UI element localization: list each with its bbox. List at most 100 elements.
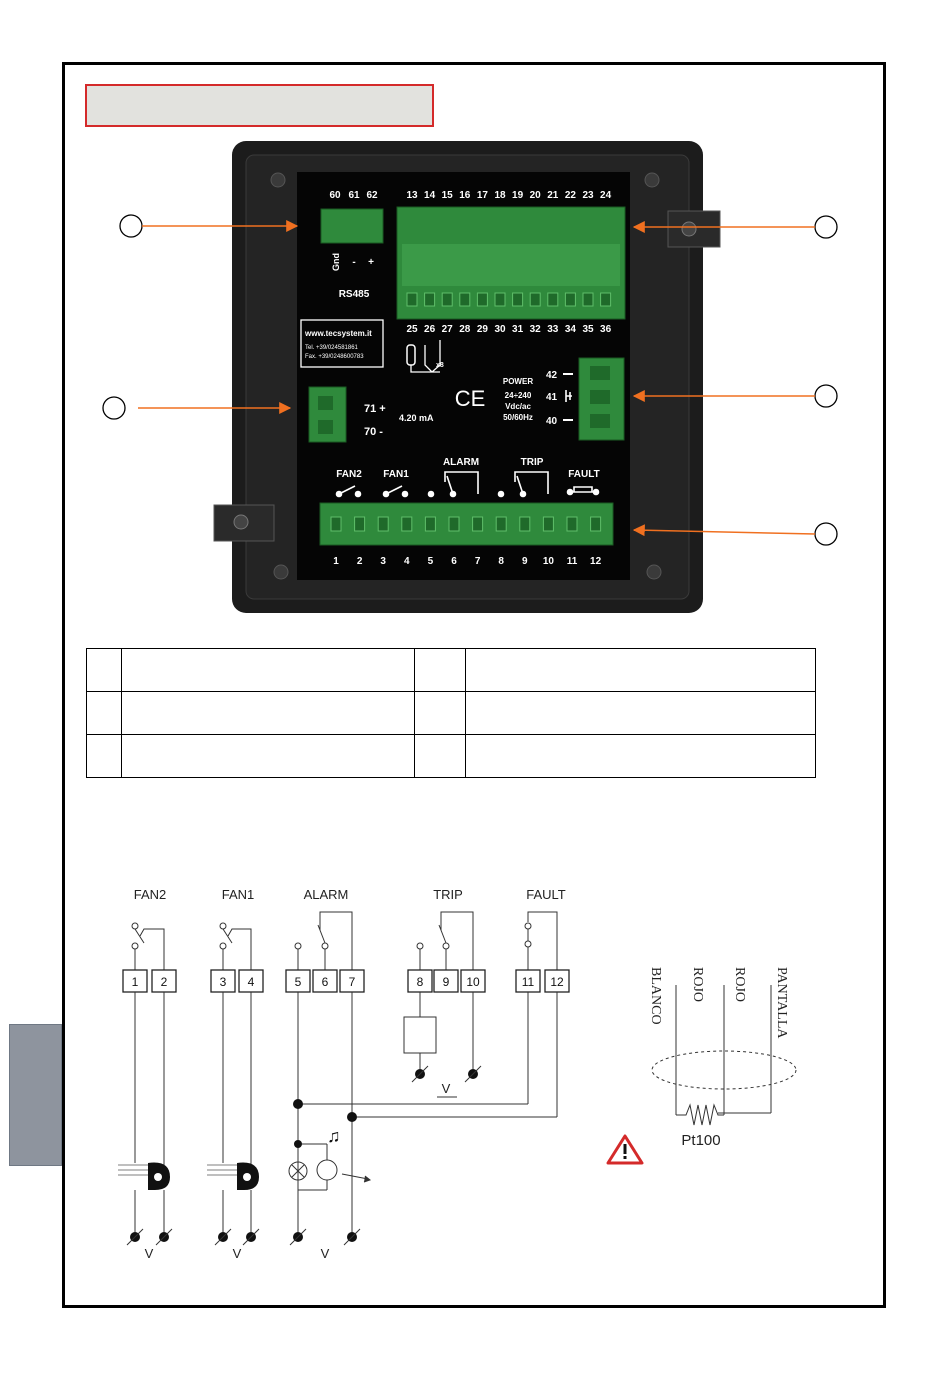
- supply-ticks: [126, 1065, 482, 1246]
- wiring-label-fan2: FAN2: [134, 887, 167, 902]
- voltage-label: V: [321, 1246, 330, 1261]
- voltage-label: V: [145, 1246, 154, 1261]
- relay-terminal-12: 12: [590, 556, 602, 567]
- wiring-label-fault: FAULT: [526, 887, 566, 902]
- sensor-terminal-35: 35: [582, 324, 594, 335]
- sensor-label: Pt100: [681, 1132, 720, 1149]
- terminal-screw: [547, 292, 559, 307]
- sensor-terminal-33: 33: [547, 324, 559, 335]
- wiring-terminal-11: 11: [522, 975, 535, 989]
- table-row: [86, 691, 816, 735]
- rs485-terminal-62: 62: [366, 190, 378, 201]
- sensor-terminal-20: 20: [530, 190, 542, 201]
- sensor-terminal-17: 17: [477, 190, 489, 201]
- relay-label-fan1: FAN1: [383, 469, 409, 480]
- power-type: Vdc/ac: [505, 402, 531, 411]
- legend-cell: [86, 648, 122, 692]
- terminal-screw: [600, 292, 612, 307]
- sensor-terminal-32: 32: [530, 324, 542, 335]
- terminal-screw: [459, 292, 471, 307]
- power-range: 24÷240: [505, 391, 532, 400]
- wiring-terminal-3: 3: [220, 975, 227, 989]
- side-section-tab[interactable]: [9, 1024, 62, 1166]
- clip-screw-icon: [233, 514, 249, 530]
- warning-icon: [606, 1134, 644, 1165]
- screw-icon: [270, 172, 286, 188]
- rs485-pin-plus: +: [368, 257, 374, 268]
- terminal-screw: [401, 516, 413, 532]
- connector-slot: [318, 420, 333, 434]
- wiring-terminal-10: 10: [466, 975, 480, 989]
- sensor-terminal-29: 29: [477, 324, 489, 335]
- sensor-wire-icon: [410, 340, 441, 373]
- relay-terminal-3: 3: [380, 556, 386, 567]
- fan-icon: [118, 1162, 170, 1190]
- table-row: [86, 648, 816, 692]
- ground-icon: [565, 390, 572, 402]
- sensor-terminal-14: 14: [424, 190, 436, 201]
- relay-label-fault: FAULT: [568, 469, 599, 480]
- screw-icon: [646, 564, 662, 580]
- screw-icon: [644, 172, 660, 188]
- sensor-terminal-19: 19: [512, 190, 524, 201]
- terminal-screw: [424, 516, 436, 532]
- wiring-terminal-4: 4: [248, 975, 255, 989]
- terminal-screw: [542, 516, 554, 532]
- wiring-label-trip: TRIP: [433, 887, 463, 902]
- wiring-terminal-12: 12: [550, 975, 564, 989]
- relay-terminal-7: 7: [475, 556, 481, 567]
- relay-terminal-5: 5: [428, 556, 434, 567]
- relay-terminal-block[interactable]: [319, 502, 614, 546]
- contact-website: www.tecsystem.it: [304, 329, 372, 338]
- sensor-terminal-27: 27: [442, 324, 454, 335]
- sensor-wire-blanco: BLANCO: [648, 967, 663, 1025]
- wiring-terminal-9: 9: [443, 975, 450, 989]
- legend-cell: [465, 734, 816, 778]
- wiring-terminal-box: [433, 969, 459, 993]
- connector-slot: [590, 414, 610, 428]
- legend-table: [86, 648, 816, 778]
- legend-cell: [465, 691, 816, 735]
- rs485-label: RS485: [339, 289, 370, 300]
- terminal-screw: [441, 292, 453, 307]
- relay-terminal-10: 10: [543, 556, 555, 567]
- sensor-wire-pantalla: PANTALLA: [774, 967, 789, 1039]
- terminal-screw: [582, 292, 594, 307]
- wiring-terminal-5: 5: [295, 975, 302, 989]
- voltage-label: V: [442, 1081, 451, 1096]
- callout-arrow: [632, 524, 816, 537]
- terminal-screw: [476, 292, 488, 307]
- callout-circle-rs485: [119, 214, 143, 238]
- relay-terminal-2: 2: [357, 556, 363, 567]
- legend-cell: [414, 734, 466, 778]
- terminal-screw: [424, 292, 436, 307]
- terminal-screw: [330, 516, 342, 532]
- horn-icon: [316, 1159, 372, 1183]
- junction-dots: [130, 1069, 478, 1242]
- terminal-screw: [564, 292, 576, 307]
- legend-cell: [86, 734, 122, 778]
- sensor-terminal-15: 15: [442, 190, 454, 201]
- sensor-terminal-25: 25: [406, 324, 418, 335]
- relay-terminal-1: 1: [333, 556, 339, 567]
- wiring-terminal-6: 6: [322, 975, 329, 989]
- lamp-icon: [288, 1161, 308, 1181]
- sensor-block-recess: [402, 244, 620, 286]
- legend-cell: [121, 648, 415, 692]
- sensor-terminal-16: 16: [459, 190, 471, 201]
- ce-mark: CE: [455, 386, 486, 411]
- terminal-screw: [494, 292, 506, 307]
- legend-cell: [86, 691, 122, 735]
- rs485-terminal-60: 60: [329, 190, 341, 201]
- power-freq: 50/60Hz: [503, 413, 533, 422]
- contact-fax: Fax. +39/0248600783: [305, 354, 364, 360]
- rs485-connector[interactable]: [320, 208, 384, 244]
- callout-circle-relays: [814, 522, 838, 546]
- sensor-terminal-36: 36: [600, 324, 612, 335]
- terminal-screw: [519, 516, 531, 532]
- terminal-screw: [590, 516, 602, 532]
- table-row: [86, 734, 816, 778]
- sensor-terminal-18: 18: [494, 190, 506, 201]
